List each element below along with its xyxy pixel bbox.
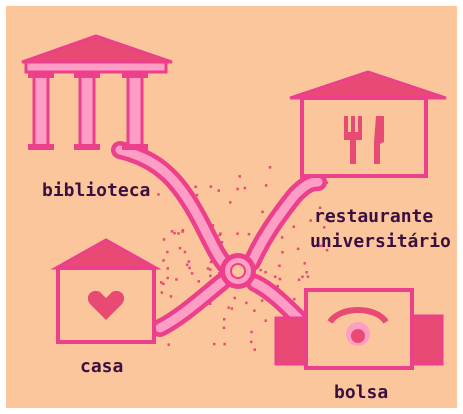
- dot: [319, 244, 322, 248]
- dot: [260, 299, 264, 302]
- dot: [160, 291, 164, 294]
- dot: [253, 348, 256, 351]
- casa-label: casa: [80, 356, 123, 377]
- dot: [243, 186, 247, 190]
- dot: [268, 166, 272, 169]
- dot: [209, 260, 213, 264]
- heart-icon: [87, 290, 125, 320]
- dot: [236, 232, 239, 235]
- dot: [223, 342, 226, 346]
- dot: [296, 247, 300, 251]
- dot: [181, 229, 185, 232]
- fork-knife-icon: [344, 116, 384, 164]
- biblioteca-label: biblioteca: [42, 180, 150, 201]
- dot: [278, 277, 282, 281]
- dot: [306, 275, 310, 278]
- dot: [223, 318, 226, 321]
- dot: [245, 301, 248, 305]
- bolsa-label: bolsa: [334, 382, 388, 403]
- restaurante-label-line1: restaurante: [314, 206, 433, 227]
- dot: [278, 264, 281, 267]
- dot: [305, 271, 308, 274]
- dot: [185, 263, 189, 267]
- dot: [197, 280, 200, 283]
- dot: [297, 278, 301, 281]
- dot: [250, 340, 253, 344]
- dot: [208, 302, 212, 305]
- dot: [229, 201, 232, 204]
- columns-icon: [21, 34, 173, 150]
- dot: [209, 268, 212, 271]
- dot: [247, 232, 251, 236]
- dot: [209, 185, 213, 188]
- dot: [323, 226, 326, 229]
- paths: [111, 141, 327, 337]
- dot: [230, 307, 234, 310]
- dot: [173, 231, 176, 235]
- dot: [166, 267, 169, 270]
- dot: [160, 281, 163, 284]
- bolsa-building[interactable]: bolsa: [274, 288, 444, 403]
- ring-icon: [220, 253, 256, 289]
- dot: [170, 230, 174, 233]
- dot: [293, 297, 296, 301]
- dot: [273, 275, 277, 278]
- dot: [253, 309, 256, 312]
- dot: [309, 219, 312, 222]
- dot: [178, 246, 182, 250]
- dot: [261, 210, 264, 214]
- dot: [213, 342, 216, 346]
- dot: [218, 272, 221, 275]
- dot: [281, 251, 284, 254]
- dot: [303, 262, 306, 265]
- dot: [217, 189, 220, 192]
- dot: [209, 274, 212, 278]
- dot: [250, 330, 253, 334]
- dot: [169, 295, 173, 298]
- dot: [190, 272, 194, 275]
- dot: [238, 175, 241, 178]
- eye-icon: [327, 307, 389, 346]
- dot: [175, 278, 178, 281]
- dot: [280, 236, 284, 239]
- dot: [233, 296, 236, 300]
- dot: [211, 224, 215, 227]
- dot: [222, 326, 226, 330]
- dot: [166, 276, 169, 280]
- dot: [264, 319, 267, 322]
- dot: [264, 271, 267, 274]
- dot: [167, 343, 170, 346]
- dot: [166, 250, 169, 254]
- biblioteca-building[interactable]: biblioteca: [21, 34, 173, 201]
- dot: [187, 260, 191, 263]
- dot: [318, 206, 322, 209]
- dot: [259, 268, 262, 272]
- dot: [195, 193, 199, 197]
- dot: [301, 275, 304, 278]
- restaurante-label-line2: universitário: [310, 231, 451, 252]
- dot: [219, 232, 222, 235]
- dot: [183, 250, 187, 254]
- dot: [206, 267, 210, 270]
- dot: [181, 230, 184, 233]
- casa-building[interactable]: casa: [50, 238, 162, 377]
- dot: [157, 193, 160, 196]
- dot: [276, 284, 279, 288]
- dot: [264, 184, 268, 187]
- dot: [177, 232, 180, 235]
- dot: [325, 248, 329, 252]
- dot: [236, 187, 239, 191]
- dot: [324, 218, 328, 221]
- dot: [162, 282, 165, 286]
- dot: [194, 185, 197, 189]
- dot: [227, 306, 230, 309]
- dot: [188, 266, 191, 270]
- dot: [220, 241, 224, 244]
- dot: [162, 238, 166, 241]
- dot: [162, 259, 165, 262]
- restaurante-building[interactable]: restaurante universitário: [289, 70, 451, 252]
- dot: [292, 225, 295, 228]
